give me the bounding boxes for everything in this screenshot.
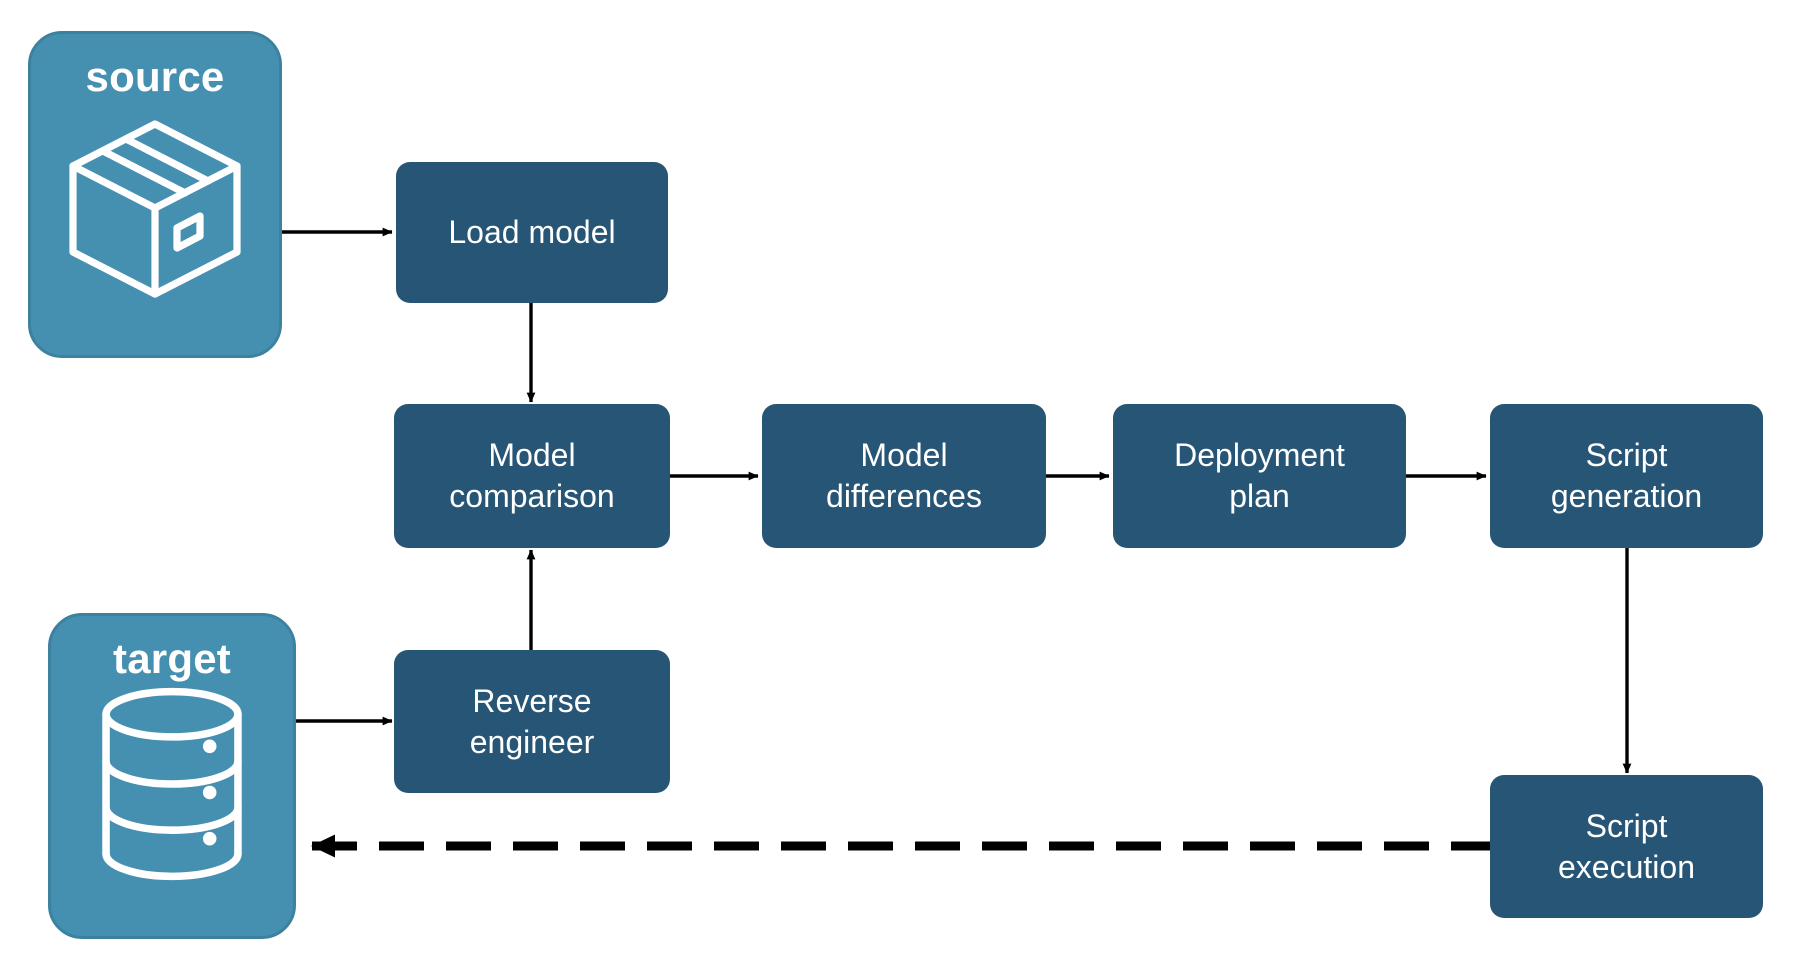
process-box-load-model[interactable]: Load model [396,162,668,303]
process-label-line: differences [826,478,982,514]
process-label-line: comparison [449,478,615,514]
process-label-line: Reverse [472,682,592,719]
process-label-line: generation [1550,478,1703,514]
endpoint-label-target: target [113,635,231,682]
process-label-script-generation: Script generation [1551,435,1702,517]
process-label-line: Script [1585,437,1668,474]
process-label-deployment-plan: Deployment plan [1174,435,1345,517]
process-label-line: execution [1558,848,1695,885]
process-box-deployment-plan[interactable]: Deployment plan [1113,404,1406,548]
process-box-script-generation[interactable]: Script generation [1490,404,1763,548]
process-label-script-execution: Script execution [1558,806,1695,888]
process-label-model-comparison: Model comparison [449,435,614,517]
process-label-load-model: Load model [448,212,615,253]
process-box-script-execution[interactable]: Script execution [1490,775,1763,918]
process-label-line: Script [1585,807,1668,844]
process-box-model-comparison[interactable]: Model comparison [394,404,670,548]
process-label-reverse-engineer: Reverse engineer [470,681,595,763]
process-box-reverse-engineer[interactable]: Reverse engineer [394,650,670,793]
endpoint-card-target[interactable]: target [48,613,296,939]
database-cylinder-icon [102,687,242,881]
process-label-line: plan [1229,478,1290,514]
endpoint-label-source: source [85,53,225,100]
process-label-line: Model [488,437,576,474]
endpoint-card-source[interactable]: source [28,31,282,358]
package-box-icon [69,120,241,298]
process-label-line: engineer [469,723,595,760]
process-label-line: Load model [448,214,616,251]
process-box-model-differences[interactable]: Model differences [762,404,1046,548]
process-label-line: Deployment [1174,437,1345,474]
process-label-model-differences: Model differences [826,435,982,517]
process-label-line: Model [860,437,948,474]
